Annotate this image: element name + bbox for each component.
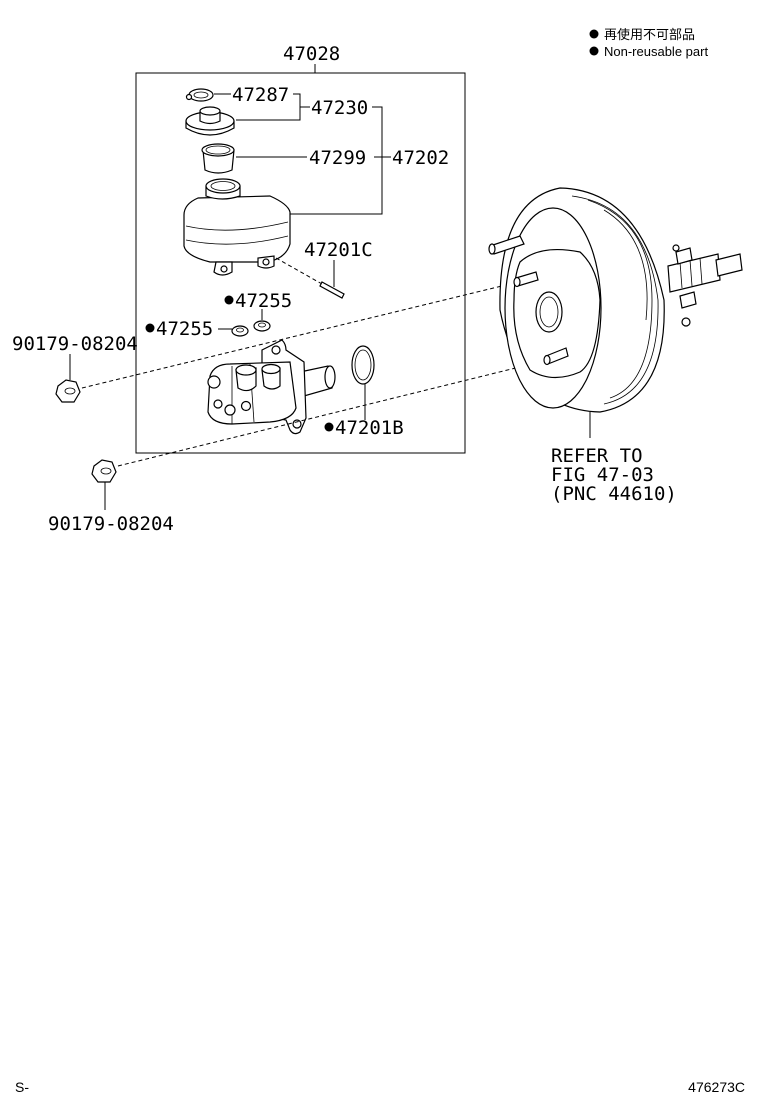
nut-lower-dash: [117, 361, 541, 467]
legend-bullet-icon: [589, 29, 599, 39]
pin-dash: [275, 257, 323, 285]
label-90179-upper: 90179-08204: [12, 333, 138, 355]
label-47201b: 47201B: [335, 417, 404, 439]
label-47201c: 47201C: [304, 239, 373, 261]
legend: 再使用不可部品 Non-reusable part: [589, 27, 708, 59]
clip-part: [185, 88, 214, 102]
label-47230: 47230: [311, 97, 368, 119]
label-refer-line3: (PNC 44610): [551, 483, 677, 505]
nut-upper-part: [55, 379, 81, 403]
pin-part: [319, 281, 345, 299]
grommet-lower-part: [231, 325, 249, 337]
label-47255-upper: 47255: [235, 290, 292, 312]
label-47028: 47028: [283, 43, 340, 65]
label-47299: 47299: [309, 147, 366, 169]
nonreusable-bullet-icon: [324, 422, 334, 432]
leader-47202-bracket: [290, 106, 383, 215]
label-47255-lower: 47255: [156, 318, 213, 340]
grommet-upper-part: [253, 320, 271, 332]
master-cylinder-part: [207, 339, 336, 435]
nut-lower-part: [91, 459, 117, 483]
oring-part: [351, 345, 375, 385]
legend-en-text: Non-reusable part: [604, 44, 708, 59]
footer-left-text: S-: [15, 1079, 29, 1095]
nonreusable-bullet-icon: [145, 323, 155, 333]
nonreusable-bullet-icon: [224, 295, 234, 305]
label-90179-lower: 90179-08204: [48, 513, 174, 535]
legend-jp-text: 再使用不可部品: [604, 27, 695, 42]
assembly-box: [135, 72, 466, 454]
label-refer-line2: FIG 47-03: [551, 464, 654, 486]
label-47287: 47287: [232, 84, 289, 106]
cap-part: [185, 106, 235, 136]
legend-bullet-icon: [589, 46, 599, 56]
label-refer-line1: REFER TO: [551, 445, 643, 467]
brake-booster-part: [488, 187, 743, 413]
strainer-part: [201, 143, 235, 174]
label-47202: 47202: [392, 147, 449, 169]
footer-right-text: 476273C: [688, 1079, 745, 1095]
nut-upper-dash: [81, 283, 511, 389]
reservoir-part: [183, 178, 291, 276]
